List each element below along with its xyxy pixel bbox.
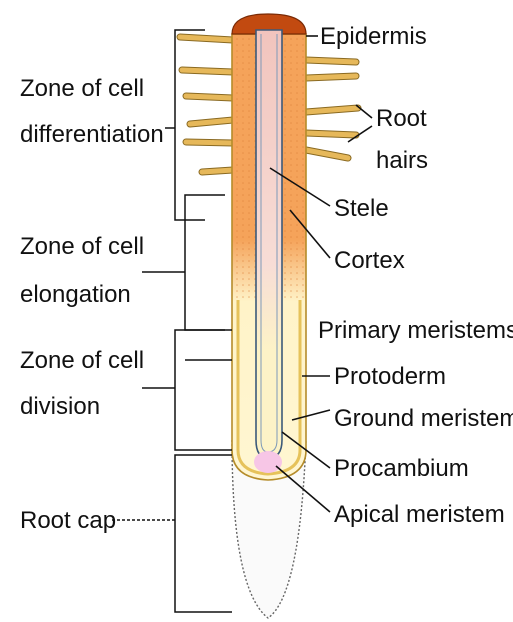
cortex-label: Cortex [334,247,405,274]
root-hairs-left [180,37,233,172]
primary-meristems-label: Primary meristems: [318,317,513,344]
apical-meristem-label: Apical meristem [334,501,505,528]
zone-division-label: Zone of cell division [20,347,151,420]
zone-brackets [112,30,232,612]
root-hairs-label: Root hairs [376,105,433,174]
stele-label: Stele [334,195,389,222]
root-hairs-right [306,60,358,158]
ground-meristem-label: Ground meristem [334,405,513,432]
epidermis-label: Epidermis [320,23,427,50]
procambium-label: Procambium [334,455,469,482]
protoderm-label: Protoderm [334,363,446,390]
zone-differentiation-label: Zone of cell differentiation [20,75,164,148]
zone-elongation-label: Zone of cell elongation [20,233,151,308]
stele-shape [256,30,282,458]
root-cap-label: Root cap [20,507,116,534]
apical-meristem-spot [254,451,282,473]
